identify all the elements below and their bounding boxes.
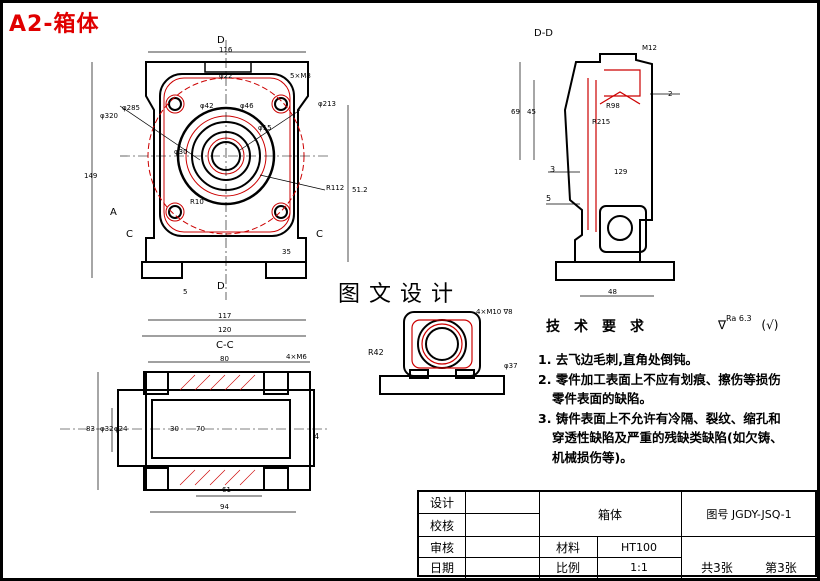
dim-label: 83 [86, 425, 95, 433]
dim-label: 48 [608, 288, 617, 296]
dim-label: R10 [190, 198, 204, 206]
design-label: 设计 [429, 496, 454, 510]
dim-label: 120 [218, 326, 232, 334]
watermark-text: 图文设计 [338, 282, 463, 307]
view-arrow-a: A [110, 207, 117, 218]
dim-label: φ46 [240, 102, 254, 110]
requirement-line: 2. 零件加工表面上不应有划痕、擦伤等损伤 [538, 371, 781, 387]
sheet-number: 第3张 [765, 561, 797, 575]
dim-label: φ320 [100, 112, 118, 120]
dim-label: φ32 [100, 425, 114, 433]
dim-label: 35 [282, 248, 291, 256]
side-view [555, 53, 675, 281]
section-marker-bottom: D [217, 281, 225, 292]
requirement-line: 1. 去飞边毛刺,直角处倒钝。 [538, 352, 699, 367]
title-block: 设计 校核 审核 日期 箱体 图号 JGDY-JSQ-1 材料 HT100 比例… [417, 490, 819, 579]
cc-view-dims [60, 361, 330, 513]
dim-label: 5×M8 [290, 72, 311, 80]
review-label: 审核 [429, 540, 454, 555]
dim-label: 30 [170, 425, 179, 433]
dim-label: 4×M10 ∇8 [476, 308, 513, 316]
sheet-total: 共3张 [701, 561, 733, 575]
small-view-red [411, 319, 473, 369]
dim-label: 3 [550, 165, 556, 174]
dim-label: 4 [314, 432, 320, 441]
dim-label: R98 [606, 102, 620, 110]
front-view-dims [91, 51, 349, 337]
requirement-line: 机械损伤等)。 [552, 449, 633, 465]
dim-label: 5 [183, 288, 188, 296]
requirement-line: 3. 铸件表面上不允许有冷隔、裂纹、缩孔和 [538, 410, 781, 426]
dim-label: φ213 [318, 100, 336, 108]
dim-label: φ22 [219, 72, 233, 80]
roughness-value: Ra 6.3 [726, 314, 752, 323]
material-value: HT100 [621, 540, 657, 554]
drawing-number: 图号 JGDY-JSQ-1 [706, 508, 792, 521]
dim-label: M12 [642, 44, 657, 52]
dim-label: 61 [222, 486, 231, 494]
date-label: 日期 [429, 561, 454, 575]
front-view-centerlines [120, 40, 330, 300]
dim-label: R215 [592, 118, 611, 126]
roughness-icon: ∇ [718, 318, 727, 332]
dim-label: φ37 [504, 362, 518, 370]
side-view-dims [519, 62, 680, 297]
front-view [141, 61, 309, 279]
roughness-symbol: (√) [761, 318, 779, 332]
dim-label: 117 [218, 312, 232, 320]
section-arrow-c-left: C [126, 229, 133, 240]
dim-label: φ24 [114, 425, 128, 433]
section-arrow-c-right: C [316, 229, 323, 240]
side-view-red [587, 69, 641, 232]
dim-label: φ42 [200, 102, 214, 110]
cc-view [117, 371, 315, 491]
cc-view-hatch [179, 374, 256, 486]
dim-label: 116 [219, 46, 233, 54]
section-title-dd: D-D [534, 28, 554, 39]
check-label: 校核 [429, 518, 454, 533]
dim-label: 51.2 [352, 186, 368, 194]
dim-label: 80 [220, 355, 229, 363]
scale-value: 1:1 [630, 561, 648, 574]
requirement-line: 穿透性缺陷及严重的残缺类缺陷(如欠铸、 [552, 430, 783, 445]
sheet-title: A2-箱体 [9, 12, 100, 37]
dim-label: φ285 [122, 104, 140, 112]
requirement-line: 零件表面的缺陷。 [552, 391, 653, 406]
dim-label: 5 [546, 194, 552, 203]
part-name: 箱体 [597, 507, 622, 522]
tech-requirements-list: 1. 去飞边毛刺,直角处倒钝。 2. 零件加工表面上不应有划痕、擦伤等损伤 零件… [538, 350, 818, 467]
dim-label: 94 [220, 503, 229, 511]
dim-label: 149 [84, 172, 98, 180]
dim-label: 4×M6 [286, 353, 307, 361]
tech-requirements-title: 技术要求 [546, 319, 658, 335]
dim-label: R42 [368, 348, 384, 357]
dim-label: φ30 [174, 148, 188, 156]
section-title-cc: C-C [216, 340, 234, 351]
dim-label: 70 [196, 425, 205, 433]
material-label: 材料 [555, 540, 580, 555]
dim-label: 69 [511, 108, 520, 116]
dim-label: R112 [326, 184, 345, 192]
dim-label: 45 [527, 108, 536, 116]
dim-label: φ15 [258, 124, 272, 132]
dim-label: 129 [614, 168, 628, 176]
roughness-note: ∇Ra 6.3 (√) [718, 314, 779, 332]
scale-label: 比例 [555, 561, 580, 575]
dim-label: 2 [668, 90, 673, 98]
section-marker-top: D [217, 35, 225, 46]
